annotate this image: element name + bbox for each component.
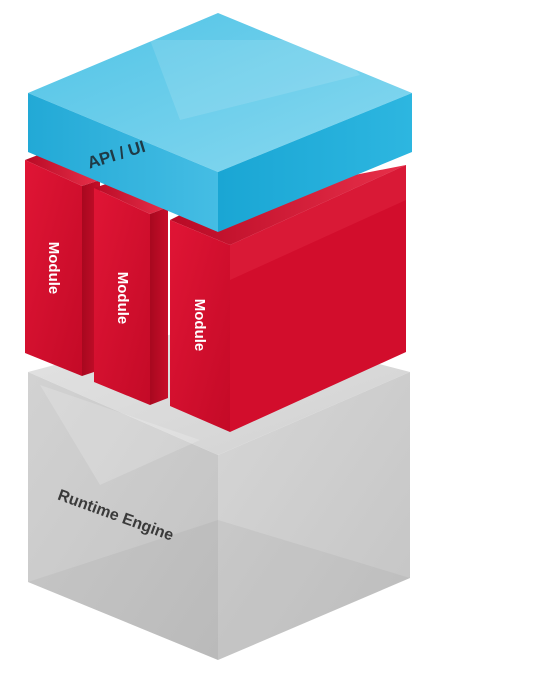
api-ui-right-face [218, 93, 412, 232]
module-1-label: Module [45, 242, 62, 295]
module-3-side-face [230, 165, 406, 432]
runtime-engine-right-face [218, 372, 410, 660]
module-2-side-face [150, 207, 168, 405]
module-3-label: Module [191, 299, 208, 352]
module-2-label: Module [114, 272, 131, 325]
api-ui-left-face [28, 93, 218, 232]
runtime-engine-reflection [40, 385, 200, 485]
api-ui-top-face [28, 13, 412, 172]
module-2-top-face [94, 182, 168, 214]
runtime-engine-left-face [28, 372, 218, 660]
module-1-top-face [25, 155, 100, 186]
module-2-front-face [94, 188, 150, 405]
module-block-2 [94, 182, 168, 405]
module-1-front-face [25, 160, 82, 376]
runtime-engine-bottom-shade [28, 520, 410, 660]
module-3-side-highlight [230, 165, 406, 280]
api-ui-top-reflection [150, 40, 360, 120]
api-ui-block [28, 13, 412, 232]
module-3-front-face [170, 220, 230, 432]
